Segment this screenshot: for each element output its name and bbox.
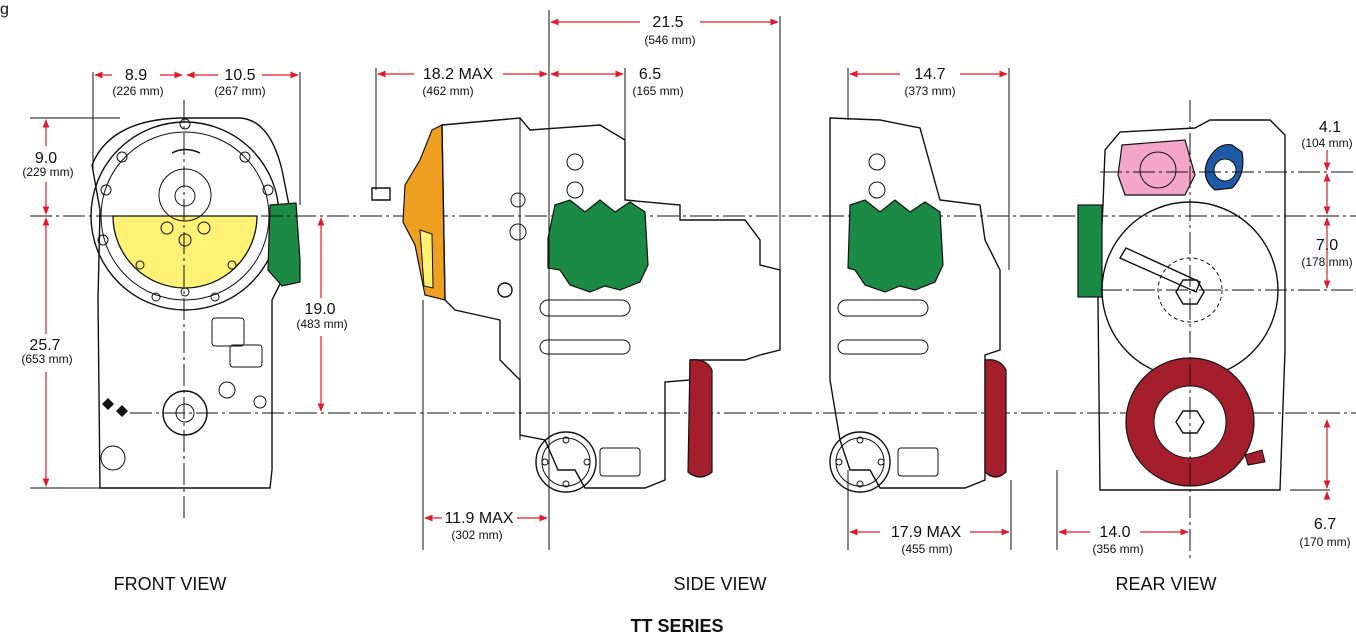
dim-17-9-mm: (455 mm): [901, 542, 952, 556]
dim-10-5-mm: (267 mm): [214, 84, 265, 98]
front-pump: [267, 202, 301, 287]
dim-4-1-mm: (104 mm): [1301, 136, 1352, 150]
dim-9-0-value: 9.0: [35, 150, 57, 167]
dim-19-0-value: 19.0: [304, 301, 335, 318]
front-view: 8.9 (226 mm) 10.5 (267 mm) 9.0 (229 mm) …: [21, 67, 1356, 520]
dim-14-7-mm: (373 mm): [904, 84, 955, 98]
dim-9-0-mm: (229 mm): [22, 165, 73, 179]
side-pump-left: [547, 199, 649, 293]
dim-6-7-mm: (170 mm): [1299, 535, 1350, 549]
side-pump-right: [847, 199, 944, 293]
dim-18-2-value: 18.2 MAX: [423, 66, 494, 83]
dim-7-0-mm: (178 mm): [1301, 255, 1352, 269]
dim-17-9-value: 17.9 MAX: [891, 524, 962, 541]
dim-6-5-mm: (165 mm): [632, 84, 683, 98]
front-pto-plate: [112, 215, 258, 289]
dim-21-5-value: 21.5: [652, 14, 683, 31]
dim-25-7-value: 25.7: [29, 337, 60, 354]
dim-25-7-mm: (653 mm): [21, 352, 72, 366]
dim-8-9-mm: (226 mm): [112, 84, 163, 98]
front-view-label: FRONT VIEW: [114, 574, 227, 594]
dim-14-0-mm: (356 mm): [1092, 542, 1143, 556]
dim-14-0-value: 14.0: [1099, 524, 1130, 541]
series-title: TT SERIES: [630, 616, 723, 636]
dim-6-5-value: 6.5: [639, 66, 661, 83]
dim-11-9-value: 11.9 MAX: [444, 510, 513, 527]
dim-4-1-value: 4.1: [1319, 119, 1341, 136]
side-flange-right: [984, 359, 1007, 478]
side-view-label: SIDE VIEW: [673, 574, 766, 594]
dim-7-0-value: 7.0: [1316, 237, 1338, 254]
header-fragment: g: [0, 1, 9, 18]
dim-19-0-mm: (483 mm): [296, 317, 347, 331]
dim-10-5-value: 10.5: [224, 67, 255, 84]
dim-8-9-value: 8.9: [125, 67, 147, 84]
rear-view-label: REAR VIEW: [1115, 574, 1216, 594]
rear-pump-pink: [1117, 139, 1196, 196]
rear-pump-green: [1077, 204, 1103, 298]
dim-6-7-value: 6.7: [1314, 516, 1336, 533]
dim-18-2-mm: (462 mm): [422, 84, 473, 98]
dim-21-5-mm: (546 mm): [644, 33, 695, 47]
side-flange-left: [687, 359, 713, 478]
side-view-right: 14.7 (373 mm) 17.9 MAX (455 mm): [829, 66, 1012, 556]
dim-14-7-value: 14.7: [914, 66, 945, 83]
rear-view: 4.1 (104 mm) 7.0 (178 mm) 6.7 (170 mm) 1…: [1056, 100, 1356, 560]
dim-11-9-mm: (302 mm): [451, 528, 502, 542]
side-view-left: 18.2 MAX (462 mm) 21.5 (546 mm) 6.5 (165…: [371, 10, 781, 550]
